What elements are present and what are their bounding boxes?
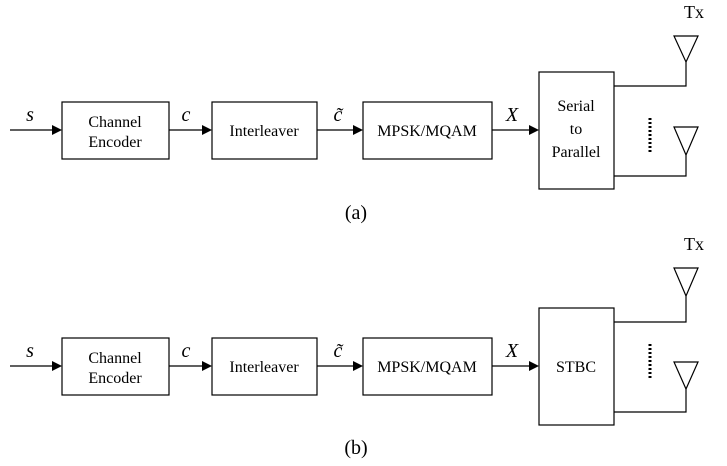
- input-arrowhead-a: [52, 125, 62, 135]
- diagram-b: s Channel Encoder c Interleaver c̃ MPSK/…: [10, 234, 704, 459]
- signal-x-a: X: [505, 104, 519, 126]
- channel-encoder-block-b: [61, 337, 170, 396]
- stbc-label-b: STBC: [556, 359, 596, 376]
- channel-encoder-line2-a: Encoder: [88, 134, 142, 151]
- modulator-label-a: MPSK/MQAM: [377, 123, 477, 140]
- caption-b: (b): [344, 437, 367, 459]
- modulator-to-s2p-arrowhead-a: [529, 125, 539, 135]
- output-line-bottom-a: [614, 155, 687, 177]
- antenna-icon-top-a: [673, 35, 699, 64]
- encoder-to-interleaver-arrowhead-b: [202, 361, 212, 371]
- tx-label-a: Tx: [684, 2, 704, 22]
- modulator-label-b: MPSK/MQAM: [377, 359, 477, 376]
- channel-encoder-line1-a: Channel: [88, 114, 142, 131]
- output-line-top-b: [614, 296, 687, 323]
- s2p-line2-a: to: [570, 121, 582, 138]
- caption-a: (a): [345, 202, 367, 224]
- channel-encoder-line2-b: Encoder: [88, 370, 142, 387]
- input-var-s-a: s: [26, 104, 34, 126]
- interleaver-to-modulator-arrowhead-b: [353, 361, 363, 371]
- interleaver-label-a: Interleaver: [229, 123, 299, 140]
- signal-c-tilde-b: c̃: [334, 340, 344, 362]
- signal-c-a: c: [182, 104, 191, 126]
- antenna-icon-bottom-b: [673, 361, 699, 391]
- encoder-to-interleaver-arrowhead-a: [202, 125, 212, 135]
- interleaver-block-a: [211, 101, 318, 160]
- input-arrowhead-b: [52, 361, 62, 371]
- output-line-top-a: [614, 62, 687, 87]
- s2p-line3-a: Parallel: [552, 144, 601, 161]
- antenna-icon-bottom-a: [673, 126, 699, 157]
- modulator-block-a: [362, 101, 493, 160]
- signal-c-tilde-a: c̃: [334, 104, 344, 126]
- interleaver-to-modulator-arrowhead-a: [353, 125, 363, 135]
- signal-x-b: X: [505, 340, 519, 362]
- antenna-icon-top-b: [673, 267, 699, 298]
- s2p-line1-a: Serial: [557, 98, 595, 115]
- modulator-to-stbc-arrowhead-b: [529, 361, 539, 371]
- signal-c-b: c: [182, 340, 191, 362]
- input-var-s-b: s: [26, 340, 34, 362]
- serial-to-parallel-block-a: [538, 71, 615, 190]
- interleaver-label-b: Interleaver: [229, 359, 299, 376]
- modulator-block-b: [362, 337, 493, 396]
- interleaver-block-b: [211, 337, 318, 396]
- tx-label-b: Tx: [684, 234, 704, 254]
- channel-encoder-line1-b: Channel: [88, 350, 142, 367]
- diagram-a: s Channel Encoder c Interleaver c̃ MPSK/…: [10, 2, 704, 224]
- output-line-bottom-b: [614, 389, 687, 413]
- stbc-block-b: [538, 307, 615, 426]
